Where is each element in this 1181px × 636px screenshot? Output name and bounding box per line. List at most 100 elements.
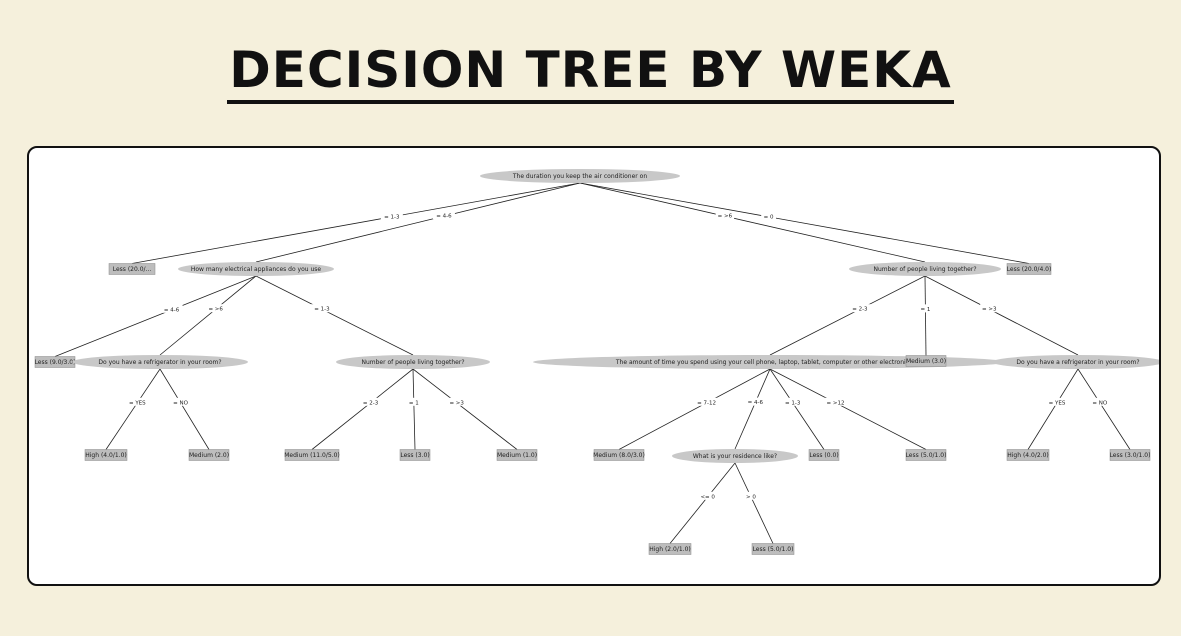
page-title-text: DECISION TREE BY WEKA (227, 40, 954, 104)
split-ellipse (992, 355, 1159, 369)
leaf-box (751, 543, 795, 555)
leaf-node: Less (5.0/1.0) (906, 449, 947, 461)
edge-label: > 0 (746, 494, 756, 500)
edge-label-bg (698, 491, 717, 500)
leaf-box (1109, 449, 1151, 461)
tree-edge (924, 275, 927, 356)
split-ellipse (849, 262, 1001, 276)
node-label: Less (9.0/3.0) (35, 359, 76, 366)
leaf-node: Medium (1.0) (496, 449, 538, 461)
edge-label-bg (432, 211, 455, 220)
tree-edge (255, 275, 414, 356)
leaf-box (84, 449, 128, 461)
tree-edge (769, 275, 926, 356)
tree-edge (618, 368, 771, 450)
split-node: Number of people living together? (336, 355, 490, 369)
leaf-box (1006, 449, 1050, 461)
edge-label-bg (715, 211, 735, 220)
node-label: High (4.0/1.0) (85, 452, 126, 459)
tree-edge (579, 182, 926, 263)
split-node: The amount of time you spend using your … (533, 355, 1007, 369)
split-ellipse (72, 355, 248, 369)
split-node: The duration you keep the air conditione… (480, 169, 680, 183)
edge-label-bg (126, 397, 149, 406)
node-label: Medium (11.0/5.0) (284, 452, 340, 459)
tree-panel: The duration you keep the air conditione… (27, 146, 1161, 586)
edge-label-bg (781, 397, 804, 406)
edge-label: = 4-6 (748, 400, 764, 406)
tree-edge (579, 182, 1030, 264)
edge-label-bg (761, 211, 776, 220)
edge-label: = >12 (827, 400, 845, 406)
split-ellipse (672, 449, 798, 463)
edge-label-bg (693, 397, 720, 406)
node-label: Number of people living together? (873, 266, 976, 273)
edge-label-bg (160, 304, 183, 313)
tree-edge (1027, 368, 1079, 450)
edge-label-bg (824, 397, 847, 406)
tree-edge (412, 368, 518, 450)
node-label: Medium (1.0) (497, 452, 537, 459)
edge-label: = 2-3 (852, 307, 868, 313)
edge-label-bg (359, 397, 382, 406)
tree-edge (412, 368, 416, 450)
tree-edge (159, 368, 210, 450)
edge-label-bg (447, 397, 466, 406)
leaf-node: Less (20.0/4.0) (1007, 263, 1051, 275)
node-label: Medium (8.0/3.0) (593, 452, 645, 459)
decision-tree: The duration you keep the air conditione… (35, 169, 1159, 555)
tree-edge-labels: = 1-3= 4-6= >6= 0= 4-6= >6= 1-3= 2-3= 1=… (126, 211, 1110, 500)
edge-label: = 1-3 (314, 307, 330, 313)
leaf-box (648, 543, 692, 555)
node-label: Less (5.0/1.0) (906, 452, 947, 459)
tree-edge (311, 368, 414, 450)
edge-label: = NO (173, 400, 188, 406)
leaf-node: Less (9.0/3.0) (35, 356, 76, 368)
tree-edge (255, 182, 581, 263)
tree-edges (54, 182, 1131, 544)
node-label: Medium (3.0) (906, 358, 946, 365)
tree-edge (734, 462, 774, 544)
tree-edge (734, 368, 771, 450)
tree-edge (924, 275, 1079, 356)
edge-label: = >6 (208, 307, 223, 313)
leaf-box (905, 355, 947, 367)
tree-edge (769, 368, 927, 450)
split-node: What is your residence like? (672, 449, 798, 463)
edge-label-bg (743, 491, 759, 500)
split-ellipse (480, 169, 680, 183)
edge-label-bg (744, 397, 767, 406)
tree-edge (769, 368, 825, 450)
edge-label-bg (1090, 397, 1110, 406)
split-ellipse (336, 355, 490, 369)
split-node: How many electrical appliances do you us… (178, 262, 334, 276)
tree-edge (1077, 368, 1131, 450)
leaf-node: Less (3.0) (399, 449, 431, 461)
edge-label: = 1 (409, 400, 419, 406)
node-label: Medium (2.0) (189, 452, 229, 459)
page-title: DECISION TREE BY WEKA (0, 40, 1181, 104)
node-label: High (4.0/2.0) (1007, 452, 1048, 459)
split-node: Number of people living together? (849, 262, 1001, 276)
edge-label: = >3 (449, 400, 464, 406)
tree-edge (105, 368, 161, 450)
node-label: Less (3.0/1.0) (1110, 452, 1151, 459)
split-ellipse (533, 355, 1007, 369)
leaf-node: High (4.0/2.0) (1006, 449, 1050, 461)
edge-label: = 4-6 (164, 307, 180, 313)
leaf-box (399, 449, 431, 461)
leaf-box (108, 263, 156, 275)
tree-nodes: The duration you keep the air conditione… (35, 169, 1159, 555)
node-label: Less (5.0/1.0) (753, 546, 794, 553)
node-label: The amount of time you spend using your … (615, 359, 924, 366)
node-label: Number of people living together? (361, 359, 464, 366)
edge-label: = 1 (920, 307, 930, 313)
edge-label-bg (310, 304, 333, 313)
edge-label-bg (980, 304, 999, 313)
leaf-box (284, 449, 340, 461)
edge-label: = 1-3 (785, 400, 801, 406)
leaf-node: Medium (3.0) (905, 355, 947, 367)
edge-label-bg (406, 397, 422, 406)
edge-label: = YES (129, 400, 146, 406)
edge-label: = 1-3 (384, 214, 400, 220)
